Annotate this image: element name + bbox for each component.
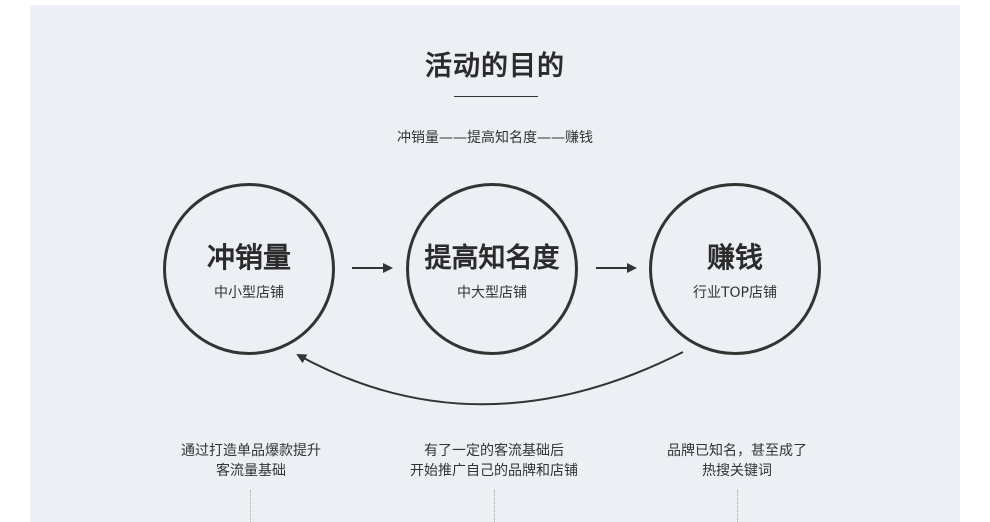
flow-summary: 冲销量——提高知名度——赚钱 — [397, 130, 593, 146]
stage-subtitle: 行业TOP店铺 — [692, 285, 777, 301]
stage-subtitle: 中小型店铺 — [214, 285, 284, 301]
return-arrow-curve — [296, 351, 684, 406]
description-line: 开始推广自己的品牌和店铺 — [410, 463, 578, 479]
description-line: 有了一定的客流基础后 — [424, 443, 564, 459]
description-line: 客流量基础 — [216, 463, 286, 479]
description-line: 品牌已知名，甚至成了 — [667, 443, 807, 459]
stage-title: 赚钱 — [706, 241, 763, 274]
stage-description-sales: 通过打造单品爆款提升 客流量基础 — [141, 441, 361, 481]
dotted-connector — [250, 490, 251, 522]
stage-description-profit: 品牌已知名，甚至成了 热搜关键词 — [627, 441, 847, 481]
description-line: 通过打造单品爆款提升 — [181, 443, 321, 459]
stage-circle-profit: 赚钱 行业TOP店铺 — [649, 183, 821, 355]
stage-circle-awareness: 提高知名度 中大型店铺 — [406, 183, 578, 355]
stage-circle-sales: 冲销量 中小型店铺 — [163, 183, 335, 355]
dotted-connector — [737, 490, 738, 522]
stage-description-awareness: 有了一定的客流基础后 开始推广自己的品牌和店铺 — [384, 441, 604, 481]
description-line: 热搜关键词 — [702, 463, 772, 479]
dotted-connector — [494, 490, 495, 522]
stage-title: 冲销量 — [206, 241, 291, 274]
title-underline — [454, 96, 538, 97]
page-title: 活动的目的 — [425, 51, 565, 82]
stage-subtitle: 中大型店铺 — [457, 285, 527, 301]
stage-title: 提高知名度 — [424, 243, 560, 274]
